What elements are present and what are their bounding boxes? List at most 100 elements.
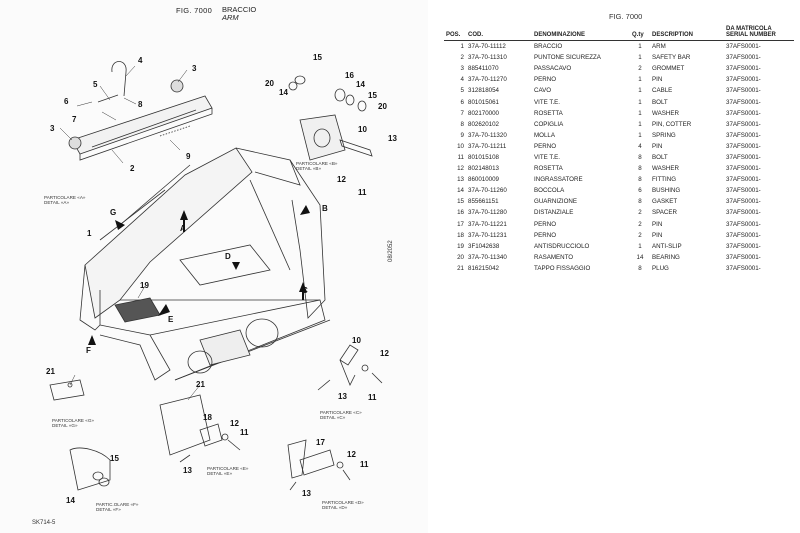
cell-serial: 37AFS0001-	[726, 98, 761, 106]
detail-f-drawing	[69, 447, 111, 491]
callout-21: 21	[196, 380, 205, 389]
detail-f-caption: PARTIC.OLARE «F» DETAIL «F»	[96, 502, 139, 512]
cell-serial: 37AFS0001-	[726, 231, 761, 239]
detail-c-caption: PARTICOLARE «C» DETAIL «C»	[320, 410, 362, 420]
callout-20: 20	[265, 79, 274, 88]
header-pos: POS.	[444, 26, 466, 41]
cell-serial: 37AFS0001-	[726, 65, 761, 73]
cell-pos: 14	[457, 187, 464, 195]
parts-table-header: POS. COD. DENOMINAZIONE Q.ty DESCRIPTION…	[444, 26, 794, 41]
callout-12: 12	[347, 450, 356, 459]
cell-code: 37A-70-11112	[468, 43, 506, 51]
figure-title-english: ARM	[222, 13, 239, 22]
cell-denominazione: VITE T.E.	[534, 153, 561, 161]
callout-8: 8	[138, 100, 143, 109]
cell-code: 312818054	[468, 87, 499, 95]
cell-denominazione: ANTISDRUCCIOLO	[534, 242, 590, 250]
cell-pos: 20	[457, 253, 464, 261]
cell-pos: 2	[460, 54, 464, 62]
cell-denominazione: VITE T.E.	[534, 98, 561, 106]
cell-qty: 2	[638, 65, 642, 73]
callout-letter-a: A	[180, 224, 186, 233]
cell-pos: 13	[457, 176, 464, 184]
cell-description: PIN	[652, 220, 663, 228]
cell-code: 816215042	[468, 264, 499, 272]
cell-denominazione: TAPPO FISSAGGIO	[534, 264, 591, 272]
callout-20: 20	[378, 102, 387, 111]
callout-letter-d: D	[225, 252, 231, 261]
cell-description: PIN, COTTER	[652, 120, 692, 128]
callout-10: 10	[352, 336, 361, 345]
cell-pos: 8	[460, 120, 464, 128]
cell-serial: 37AFS0001-	[726, 253, 761, 261]
figure-number: FIG. 7000	[176, 6, 213, 15]
cell-denominazione: MOLLA	[534, 131, 555, 139]
cell-pos: 15	[457, 198, 464, 206]
cell-qty: 2	[638, 231, 642, 239]
cell-denominazione: CAVO	[534, 87, 552, 95]
cell-pos: 7	[460, 109, 464, 117]
detail-e-drawing	[159, 394, 241, 463]
callout-14: 14	[66, 496, 75, 505]
cell-pos: 11	[457, 153, 464, 161]
detail-c-drawing	[317, 344, 383, 391]
callout-14: 14	[279, 88, 288, 97]
detail-b-caption: PARTICOLARE «B» DETAIL «B»	[296, 161, 338, 171]
cell-code: 3F1042638	[468, 242, 500, 250]
cell-serial: 37AFS0001-	[726, 87, 761, 95]
cell-code: 37A-70-11320	[468, 131, 507, 139]
detail-b-drawing	[288, 75, 373, 161]
cell-description: BUSHING	[652, 187, 681, 195]
cell-serial: 37AFS0001-	[726, 54, 761, 62]
callout-13: 13	[302, 489, 311, 498]
cell-serial: 37AFS0001-	[726, 209, 761, 217]
cell-serial: 37AFS0001-	[726, 43, 761, 51]
cell-pos: 1	[460, 43, 464, 51]
cell-code: 37A-70-11280	[468, 209, 507, 217]
detail-d-caption: PARTICOLARE «D» DETAIL «D»	[322, 500, 364, 510]
cell-code: 802148013	[468, 165, 499, 173]
cell-description: GROMMET	[652, 65, 685, 73]
cell-serial: 37AFS0001-	[726, 198, 761, 206]
cell-qty: 8	[638, 153, 642, 161]
cell-description: CABLE	[652, 87, 673, 95]
cell-pos: 10	[457, 142, 464, 150]
cell-qty: 1	[638, 43, 642, 51]
page-footer-code: SK714-5	[32, 520, 56, 526]
cell-qty: 1	[638, 54, 642, 62]
cell-code: 37A-70-11211	[468, 142, 507, 150]
callout-21: 21	[46, 367, 55, 376]
cell-denominazione: ROSETTA	[534, 165, 563, 173]
cell-code: 37A-70-11221	[468, 220, 507, 228]
callout-3: 3	[50, 124, 55, 133]
callout-15: 15	[313, 53, 322, 62]
cell-qty: 1	[638, 131, 642, 139]
exploded-arm-drawing	[49, 61, 383, 491]
cell-code: 37A-70-11270	[468, 76, 507, 84]
cell-description: PIN	[652, 231, 663, 239]
cell-description: ARM	[652, 43, 666, 51]
cell-serial: 37AFS0001-	[726, 120, 761, 128]
header-cod: COD.	[466, 26, 532, 41]
cell-denominazione: BOCCOLA	[534, 187, 565, 195]
cell-denominazione: PERNO	[534, 231, 557, 239]
header-serial-number: DA MATRICOLA SERIAL NUMBER	[724, 26, 794, 41]
cell-serial: 37AFS0001-	[726, 264, 761, 272]
detail-g-caption: PARTICOLARE «G» DETAIL «G»	[52, 418, 94, 428]
cell-description: BOLT	[652, 98, 668, 106]
cell-pos: 9	[460, 131, 464, 139]
cell-description: PIN	[652, 142, 663, 150]
cell-code: 37A-70-11340	[468, 253, 507, 261]
cell-denominazione: ROSETTA	[534, 109, 563, 117]
cell-qty: 2	[638, 209, 642, 217]
